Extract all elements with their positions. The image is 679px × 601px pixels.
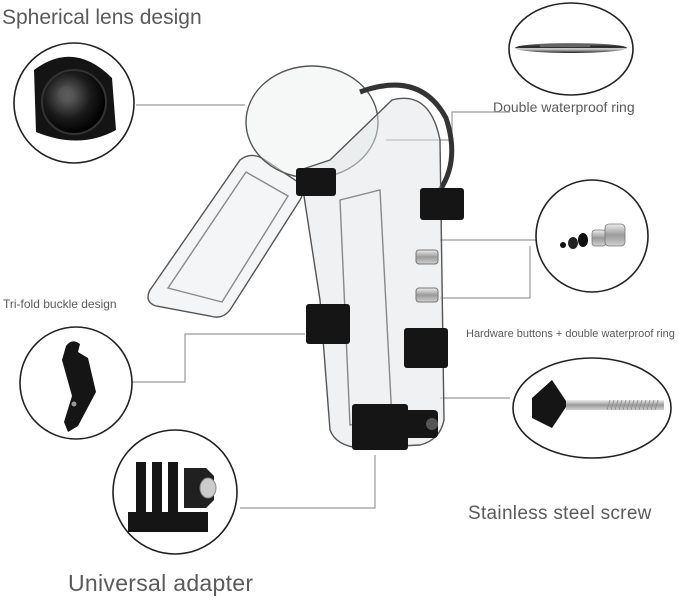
- label-stainless-steel-screw: Stainless steel screw: [468, 503, 652, 524]
- clip-middle-right: [404, 328, 448, 368]
- callout-line-adapter: [240, 455, 376, 509]
- label-universal-adapter: Universal adapter: [68, 570, 254, 596]
- housing-clips: [296, 168, 464, 368]
- buckle-detail-icon: [62, 341, 96, 432]
- clip-middle-left: [306, 304, 350, 344]
- screw-detail-icon: [532, 380, 664, 428]
- housing-dome-right-rim: [359, 82, 455, 192]
- callout-line-buttons-bottom: [440, 246, 531, 299]
- label-double-waterproof-ring: Double waterproof ring: [493, 99, 635, 115]
- housing-main: [147, 65, 455, 449]
- adapter-detail-icon: [128, 462, 217, 532]
- buttons-detail-icon: [560, 223, 626, 249]
- waterproof-ring-detail-icon: [515, 43, 627, 53]
- clip-top-right: [420, 188, 464, 220]
- housing-lid-inner: [166, 171, 289, 303]
- callout-line-buckle: [130, 333, 305, 383]
- label-tri-fold-buckle: Tri-fold buckle design: [3, 297, 117, 311]
- lens-detail-icon: [34, 56, 116, 141]
- housing-mount: [352, 404, 438, 450]
- clip-top-left: [296, 168, 336, 196]
- housing-lid: [147, 154, 304, 318]
- label-hardware-buttons: Hardware buttons + double waterproof rin…: [466, 328, 675, 340]
- label-spherical-lens: Spherical lens design: [2, 6, 202, 29]
- housing-side-buttons: [415, 249, 439, 303]
